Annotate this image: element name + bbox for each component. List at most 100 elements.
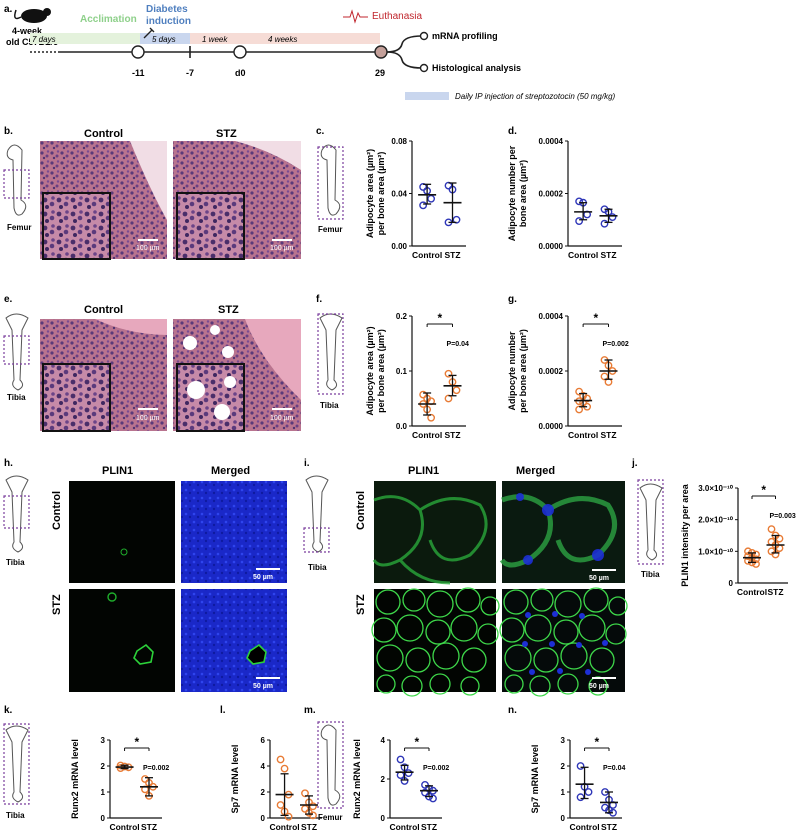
y-tick-label: 0 <box>101 814 106 823</box>
category-label: STZ <box>767 587 783 597</box>
sig-star: * <box>134 735 139 749</box>
panel-label-h: h. <box>4 458 13 469</box>
tibia-label-f: Tibia <box>320 401 339 410</box>
panel-label-d: d. <box>508 126 517 137</box>
data-point <box>419 390 428 399</box>
scale-e2: 100 µm <box>270 415 294 422</box>
p-value: P=0.002 <box>603 341 629 348</box>
outcome-histo: Histological analysis <box>432 63 521 73</box>
tibia-label-i: Tibia <box>308 563 327 572</box>
euthanasia-label: Euthanasia <box>372 11 422 22</box>
sig-star: * <box>594 735 599 749</box>
tick-29: 29 <box>375 68 385 78</box>
inset-control-e <box>42 363 111 432</box>
mouse-label-1: 4-week <box>12 26 43 36</box>
category-label: Control <box>568 250 598 260</box>
control-title-e: Control <box>84 304 123 316</box>
y-tick-label: 0.0002 <box>539 190 564 199</box>
y-tick-label: 2 <box>381 775 386 784</box>
acclimation-label: Acclimation <box>80 14 137 25</box>
merged-stz-low <box>181 589 287 692</box>
y-tick-label: 0 <box>381 814 386 823</box>
p-value: P=0.002 <box>143 765 169 772</box>
panel-label-m: m. <box>304 705 316 716</box>
data-point <box>427 194 436 203</box>
data-point <box>444 369 453 378</box>
y-tick-label: 4 <box>381 736 386 745</box>
panel-e-histology-tibia: e. Tibia Control STZ 100 µm 100 µm <box>3 294 301 432</box>
tick-m7: -7 <box>186 68 194 78</box>
seg-1week: 1 week <box>202 35 228 44</box>
femur-label-c: Femur <box>318 225 342 234</box>
category-label: STZ <box>601 822 617 832</box>
data-point <box>421 788 429 797</box>
data-point <box>584 788 593 796</box>
inset-stz-e <box>176 363 245 432</box>
panel-label-l: l. <box>220 705 226 716</box>
category-label: STZ <box>600 430 616 440</box>
data-point <box>309 802 317 811</box>
category-label: STZ <box>600 250 616 260</box>
plin1-stz-high <box>374 589 496 692</box>
y-tick-label: 2 <box>261 788 266 797</box>
y-tick-label: 0.0000 <box>539 242 564 251</box>
data-point <box>309 811 317 820</box>
merged-control-low <box>181 481 287 583</box>
data-point <box>419 201 428 210</box>
panel-a-timeline: a. 4-week old C57BL/6 Acclimation Diabet… <box>4 4 616 101</box>
scale-i1: 50 µm <box>589 575 609 582</box>
y-axis-label: Sp7 mRNA level <box>530 745 540 814</box>
y-axis-label: PLIN1 intensity per area <box>680 483 690 587</box>
stz-title-b: STZ <box>216 128 237 140</box>
y-axis-label: Sp7 mRNA level <box>230 745 240 814</box>
y-axis-label: Runx2 mRNA level <box>70 739 80 819</box>
panel-h-plin1-low: h. Tibia PLIN1 Merged Control STZ 50 µm … <box>3 458 287 692</box>
y-tick-label: 3 <box>561 736 566 745</box>
diabetes-label-2: induction <box>146 16 191 27</box>
legend-text: Daily IP injection of streptozotocin (50… <box>455 92 616 101</box>
category-label: STZ <box>141 822 157 832</box>
y-tick-label: 0 <box>261 814 266 823</box>
plin1-control-low <box>69 481 175 583</box>
data-point <box>280 764 289 773</box>
category-label: Control <box>389 822 419 832</box>
p-value: P=0.04 <box>447 341 469 348</box>
inset-stz-b <box>176 192 245 260</box>
panel-label-k: k. <box>4 705 13 716</box>
data-point <box>421 780 429 789</box>
category-label: Control <box>412 430 442 440</box>
data-point <box>396 755 405 764</box>
y-tick-label: 4 <box>261 762 266 771</box>
y-axis-label: Adipocyte area (µm²)per bone area (µm²) <box>365 149 386 238</box>
row-control-h: Control <box>51 491 63 530</box>
data-point <box>575 217 584 225</box>
data-point <box>284 812 293 821</box>
tibia-label-j: Tibia <box>641 570 660 579</box>
y-tick-label: 2.0×10⁻¹⁰ <box>698 516 734 525</box>
mouse-icon <box>14 8 51 23</box>
femur-icon-c <box>317 144 344 220</box>
y-tick-label: 0.2 <box>396 312 408 321</box>
p-value: P=0.002 <box>423 765 449 772</box>
seg-4weeks: 4 weeks <box>268 35 297 44</box>
data-point <box>452 386 461 395</box>
data-point <box>404 769 413 778</box>
data-point <box>576 793 585 802</box>
scale-b1: 100 µm <box>136 245 160 252</box>
tibia-label-h: Tibia <box>6 558 25 567</box>
sig-star: * <box>761 483 766 497</box>
panel-label-c: c. <box>316 126 325 137</box>
category-label: Control <box>568 430 598 440</box>
tibia-icon-i <box>303 475 330 553</box>
y-tick-label: 0.0 <box>396 422 408 431</box>
y-tick-label: 0 <box>561 814 566 823</box>
y-tick-label: 0.1 <box>396 367 408 376</box>
panel-label-n: n. <box>508 705 517 716</box>
category-label: STZ <box>301 822 317 832</box>
femur-icon <box>3 144 30 216</box>
